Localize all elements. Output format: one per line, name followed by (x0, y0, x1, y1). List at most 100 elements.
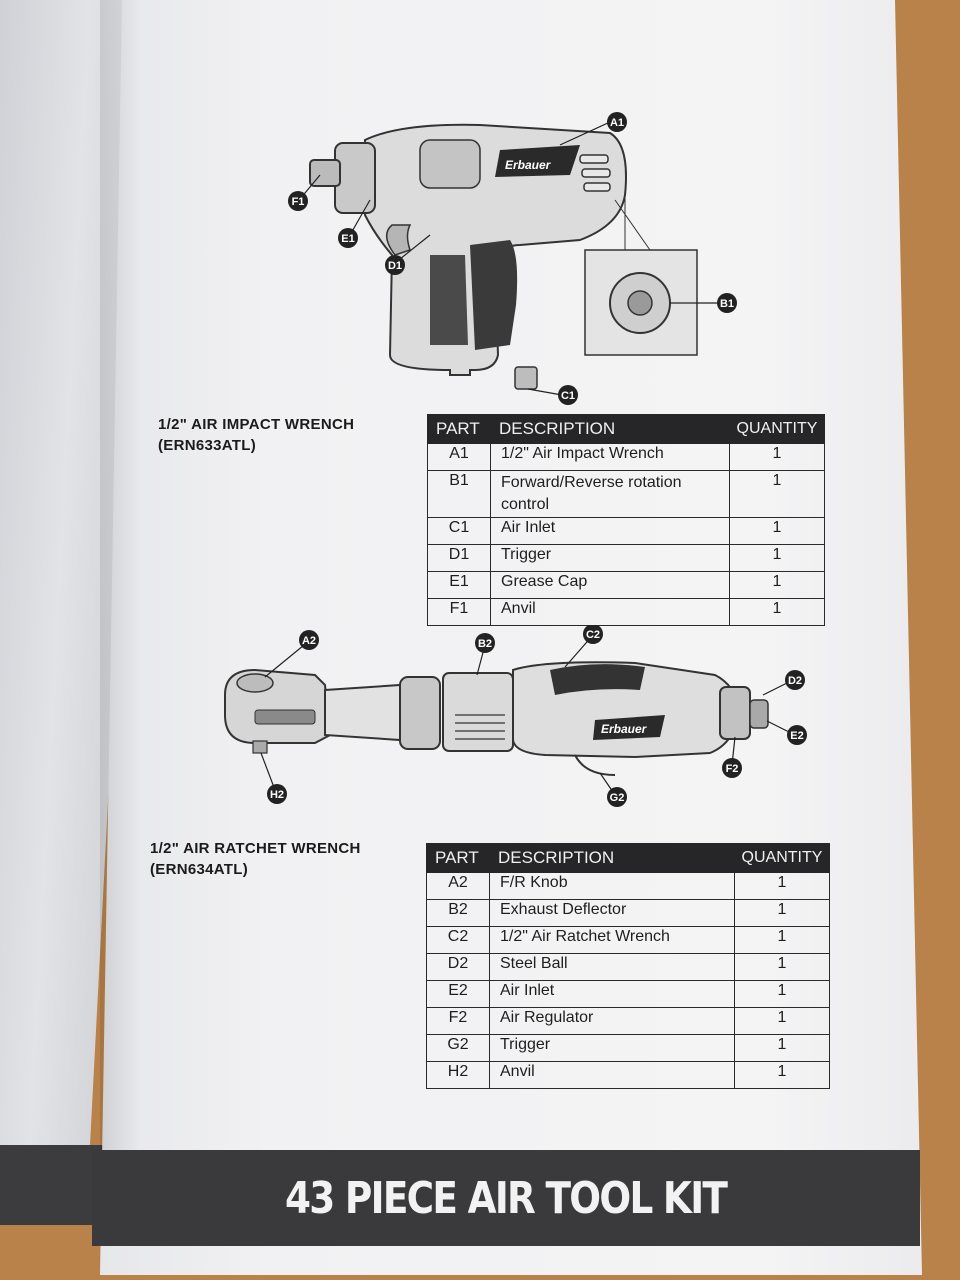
part-cell: D1 (427, 544, 491, 572)
brand-logo: Erbauer (505, 158, 552, 172)
table-row: D1 Trigger 1 (427, 544, 825, 572)
table-row: E1 Grease Cap 1 (427, 571, 825, 599)
impact-wrench-illustration: Erbauer A1 B1 C1 D1 E1 F1 (288, 112, 737, 405)
brand-logo-band (593, 715, 665, 740)
part-cell: B2 (426, 899, 490, 927)
quantity-cell: 1 (734, 953, 830, 981)
part-cell: F2 (426, 1007, 490, 1035)
description-cell: Steel Ball (489, 953, 735, 981)
product1-parts-table: PART DESCRIPTION QUANTITY A1 1/2" Air Im… (427, 414, 825, 626)
table-row: C2 1/2" Air Ratchet Wrench 1 (426, 926, 830, 954)
description-cell: Grease Cap (490, 571, 730, 599)
description-cell: 1/2" Air Ratchet Wrench (489, 926, 735, 954)
grip-pad (550, 664, 645, 695)
air-regulator-part (719, 686, 751, 740)
product2-label: 1/2" AIR RATCHET WRENCH (ERN634ATL) (150, 838, 361, 880)
quantity-cell: 1 (729, 470, 825, 518)
table-row: E2 Air Inlet 1 (426, 980, 830, 1008)
table-row: H2 Anvil 1 (426, 1061, 830, 1089)
quantity-cell: 1 (729, 544, 825, 572)
svg-text:E2: E2 (790, 730, 803, 742)
callout-F1: F1 (288, 191, 308, 211)
ratchet-collar (399, 676, 441, 750)
part-cell: G2 (426, 1034, 490, 1062)
quantity-cell: 1 (734, 1034, 830, 1062)
svg-text:E1: E1 (341, 233, 354, 245)
svg-text:H2: H2 (270, 789, 284, 801)
rear-fins (579, 154, 611, 192)
svg-text:F2: F2 (726, 763, 739, 775)
description-cell: 1/2" Air Impact Wrench (490, 443, 730, 471)
svg-text:D1: D1 (388, 260, 402, 272)
part-cell: E1 (427, 571, 491, 599)
quantity-cell: 1 (734, 872, 830, 900)
quantity-cell: 1 (734, 1007, 830, 1035)
ratchet-neck (324, 683, 401, 742)
table-header-row: PART DESCRIPTION QUANTITY (426, 843, 830, 873)
part-cell: C1 (427, 517, 491, 545)
product1-title: 1/2" AIR IMPACT WRENCH (158, 416, 355, 433)
table-row: A1 1/2" Air Impact Wrench 1 (427, 443, 825, 471)
table-row: G2 Trigger 1 (426, 1034, 830, 1062)
callout-G2: G2 (607, 787, 627, 807)
quantity-cell: 1 (734, 980, 830, 1008)
grip-side (430, 255, 468, 345)
table-row: B1 Forward/Reverse rotation control 1 (427, 470, 825, 518)
table-row: A2 F/R Knob 1 (426, 872, 830, 900)
product2-parts-table: PART DESCRIPTION QUANTITY A2 F/R Knob 1 … (426, 843, 830, 1089)
header-quantity: QUANTITY (734, 843, 830, 873)
quantity-cell: 1 (734, 1061, 830, 1089)
svg-text:C2: C2 (586, 629, 600, 641)
callout-D1: D1 (385, 255, 405, 275)
product2-model: (ERN634ATL) (150, 861, 249, 878)
product2-title: 1/2" AIR RATCHET WRENCH (150, 840, 361, 857)
table-row: B2 Exhaust Deflector 1 (426, 899, 830, 927)
callout-H2: H2 (267, 784, 287, 804)
description-cell: F/R Knob (489, 872, 735, 900)
part-cell: C2 (426, 926, 490, 954)
callout-C1: C1 (558, 385, 578, 405)
grip (470, 240, 518, 350)
header-description: DESCRIPTION (490, 414, 730, 444)
footer-banner: 43 PIECE AIR TOOL KIT (92, 1150, 920, 1246)
callout-F2: F2 (722, 758, 742, 778)
description-cell: Air Inlet (489, 980, 735, 1008)
ratchet-wrench-illustration: Erbauer A2 B2 C2 D2 E2 F2 G2 H2 (224, 625, 807, 807)
brand-logo: Erbauer (601, 722, 648, 736)
svg-text:D2: D2 (788, 675, 802, 687)
anvil-part (309, 159, 341, 187)
part-cell: D2 (426, 953, 490, 981)
callout-E2: E2 (787, 725, 807, 745)
description-cell: Trigger (489, 1034, 735, 1062)
svg-text:A1: A1 (610, 117, 624, 129)
impact-wrench-vent (419, 139, 481, 189)
callout-C2: C2 (583, 625, 603, 644)
product1-model: (ERN633ATL) (158, 437, 257, 454)
svg-text:A2: A2 (302, 635, 316, 647)
part-cell: B1 (427, 470, 491, 518)
air-inlet-part (749, 699, 769, 729)
callout-A2: A2 (299, 630, 319, 650)
svg-text:F1: F1 (292, 196, 305, 208)
table-row: F2 Air Regulator 1 (426, 1007, 830, 1035)
callout-B2: B2 (475, 633, 495, 653)
air-inlet-part (514, 366, 538, 390)
header-description: DESCRIPTION (489, 843, 735, 873)
callout-D2: D2 (785, 670, 805, 690)
trigger-part (574, 754, 616, 776)
header-quantity: QUANTITY (729, 414, 825, 444)
part-cell: E2 (426, 980, 490, 1008)
anvil-part (252, 740, 268, 754)
part-cell: H2 (426, 1061, 490, 1089)
part-cell: A1 (427, 443, 491, 471)
table-header-row: PART DESCRIPTION QUANTITY (427, 414, 825, 444)
banner-title: 43 PIECE AIR TOOL KIT (285, 1172, 728, 1224)
quantity-cell: 1 (734, 926, 830, 954)
description-cell: Anvil (490, 598, 730, 626)
header-part: PART (426, 843, 490, 873)
description-cell: Air Inlet (490, 517, 730, 545)
part-cell: F1 (427, 598, 491, 626)
quantity-cell: 1 (729, 517, 825, 545)
table-row: C1 Air Inlet 1 (427, 517, 825, 545)
product1-label: 1/2" AIR IMPACT WRENCH (ERN633ATL) (158, 414, 354, 456)
